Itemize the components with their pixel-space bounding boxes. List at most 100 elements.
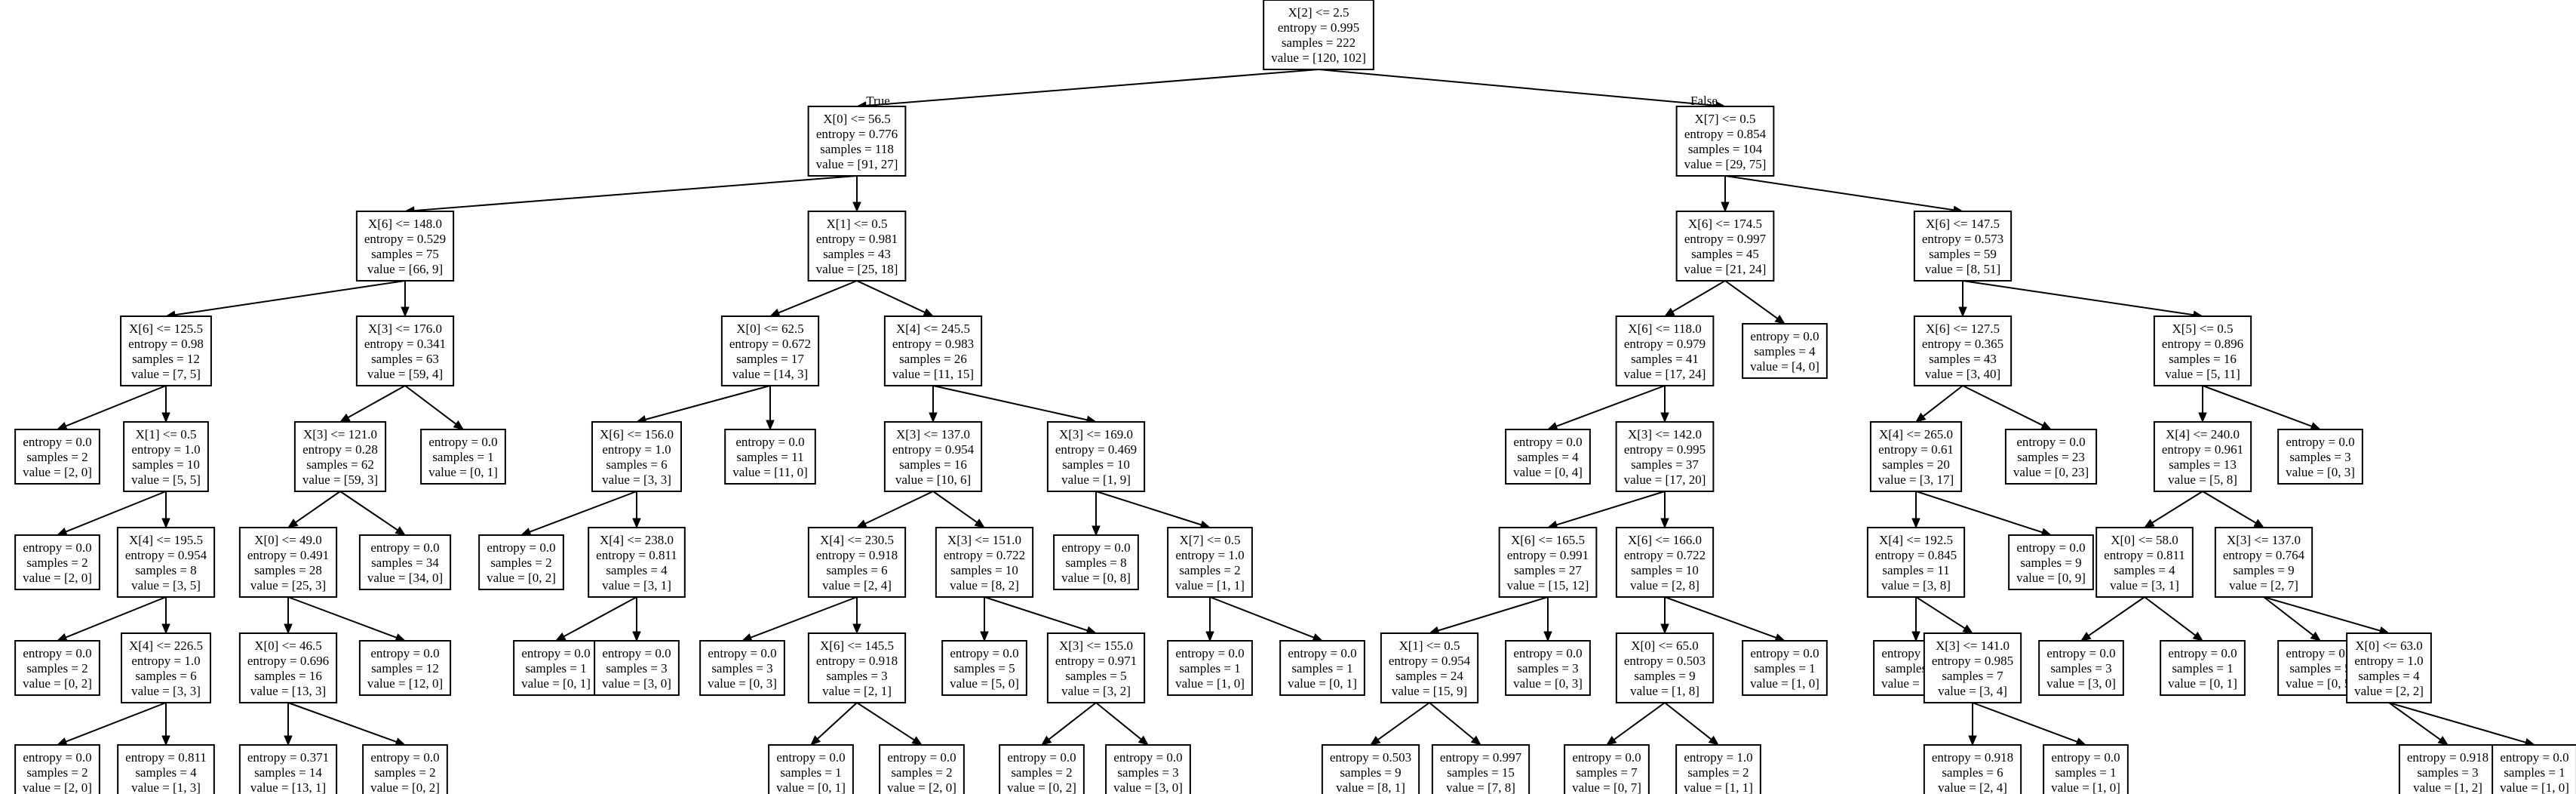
tree-node-line: samples = 24 bbox=[1395, 669, 1463, 683]
tree-node-box bbox=[594, 640, 680, 696]
tree-node-line: entropy = 0.672 bbox=[729, 337, 811, 351]
tree-node-line: samples = 1 bbox=[525, 661, 586, 676]
tree-edge-arrowhead bbox=[2198, 412, 2207, 423]
tree-node-box bbox=[1675, 744, 1761, 794]
tree-edge-arrowhead bbox=[2192, 631, 2204, 642]
tree-node-line: entropy = 0.995 bbox=[1278, 20, 1359, 35]
tree-edge-arrowhead bbox=[56, 421, 68, 430]
tree-edge-n46-n62 bbox=[1724, 175, 1954, 211]
tree-node-line: entropy = 0.776 bbox=[816, 127, 898, 141]
tree-node-box bbox=[358, 640, 452, 696]
tree-node-line: samples = 43 bbox=[823, 247, 891, 261]
tree-node-line: X[1] <= 0.5 bbox=[135, 427, 196, 442]
tree-edge-arrowhead bbox=[284, 623, 293, 635]
edge-label-true: True bbox=[866, 94, 890, 108]
tree-node-line: value = [0, 2] bbox=[23, 676, 92, 691]
tree-node-line: entropy = 0.896 bbox=[2162, 337, 2243, 351]
tree-node-line: value = [1, 0] bbox=[2051, 780, 2120, 794]
tree-node-line: value = [0, 8] bbox=[1061, 571, 1131, 585]
tree-node-box bbox=[1505, 640, 1591, 696]
tree-node-box bbox=[513, 640, 599, 696]
tree-node-line: samples = 3 bbox=[1117, 765, 1178, 780]
tree-node-line: samples = 4 bbox=[135, 765, 197, 780]
tree-edge-n36-n38 bbox=[984, 596, 1088, 632]
tree-node-line: samples = 15 bbox=[1447, 765, 1515, 780]
tree-node-box bbox=[1866, 527, 1966, 598]
tree-node-line: samples = 3 bbox=[826, 669, 887, 683]
tree-edge-arrowhead bbox=[1091, 525, 1101, 537]
tree-node-line: X[4] <= 265.0 bbox=[1879, 427, 1953, 442]
tree-node-line: value = [5, 11] bbox=[2165, 367, 2240, 381]
tree-node-box bbox=[1675, 106, 1775, 177]
tree-node-box bbox=[1498, 527, 1598, 598]
tree-node-box bbox=[238, 744, 338, 794]
tree-node-box bbox=[1564, 744, 1650, 794]
tree-edge-n7-n8 bbox=[65, 596, 167, 639]
tree-node-line: X[6] <= 148.0 bbox=[368, 217, 442, 231]
tree-node-line: entropy = 0.971 bbox=[1055, 654, 1137, 668]
tree-node-line: value = [1, 3] bbox=[131, 780, 201, 794]
tree-node-line: entropy = 0.0 bbox=[950, 646, 1018, 660]
tree-node-line: value = [8, 51] bbox=[1925, 262, 2000, 276]
tree-node-line: entropy = 0.722 bbox=[1624, 548, 1706, 562]
tree-node-line: entropy = 0.854 bbox=[1684, 127, 1767, 141]
tree-node-line: value = [15, 9] bbox=[1392, 684, 1467, 698]
tree-node-line: X[3] <= 141.0 bbox=[1936, 639, 2010, 653]
tree-node-box bbox=[123, 421, 209, 492]
tree-node-line: value = [0, 3] bbox=[1513, 676, 1583, 691]
tree-node-box bbox=[117, 744, 215, 794]
tree-node-line: samples = 16 bbox=[899, 457, 967, 472]
tree-node-line: entropy = 0.0 bbox=[1175, 646, 1244, 660]
tree-edge-arrowhead bbox=[923, 308, 935, 317]
tree-node-line: entropy = 0.0 bbox=[735, 435, 804, 449]
tree-node-line: value = [0, 1] bbox=[428, 465, 498, 479]
tree-node-line: entropy = 0.0 bbox=[23, 646, 91, 660]
tree-node-line: value = [17, 20] bbox=[1624, 472, 1706, 487]
tree-edge-n38-n40 bbox=[1095, 702, 1142, 740]
tree-node-line: value = [0, 3] bbox=[2286, 465, 2355, 479]
tree-node-line: value = [3, 0] bbox=[1113, 780, 1183, 794]
tree-node-box bbox=[2095, 527, 2194, 598]
tree-node-line: samples = 118 bbox=[820, 142, 894, 156]
tree-node-box bbox=[238, 632, 338, 703]
tree-node-line: entropy = 0.503 bbox=[1330, 750, 1411, 765]
tree-node-line: value = [1, 0] bbox=[1750, 676, 1819, 691]
tree-node-box bbox=[238, 527, 338, 598]
tree-node-line: value = [25, 18] bbox=[816, 262, 898, 276]
tree-node-line: entropy = 0.529 bbox=[364, 232, 446, 246]
tree-node-box bbox=[14, 744, 100, 794]
tree-edge-n0-n46 bbox=[1318, 69, 1717, 106]
tree-node-line: samples = 2 bbox=[1179, 563, 1240, 577]
tree-edge-arrowhead bbox=[911, 736, 923, 746]
tree-node-line: value = [0, 9] bbox=[2016, 571, 2086, 585]
tree-node-line: samples = 6 bbox=[135, 669, 196, 683]
tree-node-line: entropy = 0.811 bbox=[596, 548, 677, 562]
tree-node-line: entropy = 0.28 bbox=[302, 442, 378, 457]
tree-node-line: X[7] <= 0.5 bbox=[1694, 112, 1755, 126]
tree-edge-arrowhead bbox=[1958, 306, 1967, 318]
tree-node-line: samples = 104 bbox=[1688, 142, 1763, 156]
tree-node-line: samples = 2 bbox=[1687, 765, 1749, 780]
tree-node-line: samples = 1 bbox=[780, 765, 841, 780]
tree-node-line: value = [11, 15] bbox=[892, 367, 974, 381]
tree-edge-n23-n24 bbox=[529, 491, 637, 533]
tree-node-line: samples = 222 bbox=[1282, 35, 1356, 50]
tree-node-box bbox=[362, 744, 448, 794]
